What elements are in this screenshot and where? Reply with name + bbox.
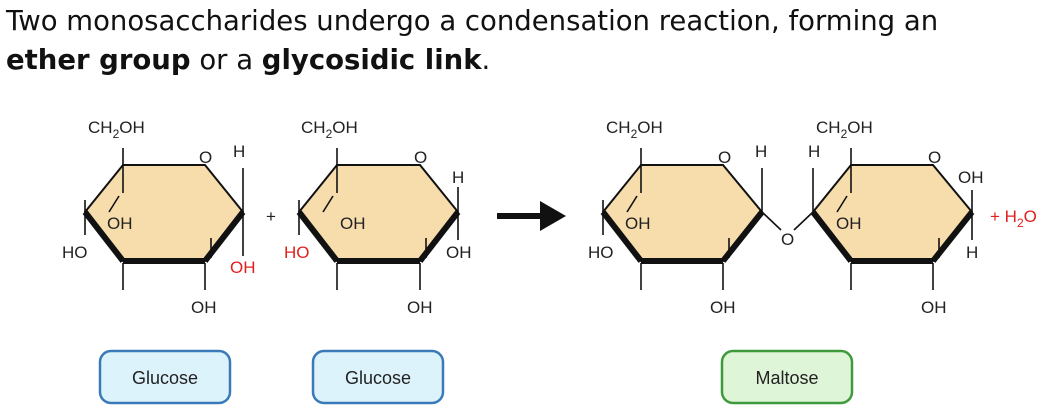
- maltose-left-h: H: [755, 142, 767, 161]
- maltose-caption: Maltose: [720, 349, 854, 405]
- glucose-2-oh-center: OH: [340, 214, 366, 233]
- glucose-1-oh-center: OH: [107, 214, 133, 233]
- svg-text:CH2OH: CH2OH: [301, 118, 358, 141]
- maltose-right-ch2oh: CH: [816, 118, 841, 137]
- headline: Two monosaccharides undergo a condensati…: [6, 2, 1056, 80]
- glucose-1-ho-left: HO: [62, 243, 88, 262]
- glucose-2-caption-label: Glucose: [345, 368, 411, 388]
- maltose-right-oh-top: OH: [958, 168, 984, 187]
- maltose-caption-label: Maltose: [755, 368, 818, 388]
- glucose-2-ch2oh: CH: [301, 118, 326, 137]
- glucose-1-caption-label: Glucose: [132, 368, 198, 388]
- maltose-right-oh-bottom: OH: [921, 298, 947, 317]
- glucose-1-oh-right-red: OH: [230, 258, 256, 277]
- headline-text-1: Two monosaccharides undergo a condensati…: [6, 5, 939, 37]
- glucose-1-molecule: CH2OH O H OH HO OH OH: [62, 118, 256, 317]
- glucose-2-caption: Glucose: [311, 349, 445, 405]
- headline-glycosidic-link: glycosidic link: [261, 44, 482, 76]
- glucose-1-h: H: [233, 142, 245, 161]
- glucose-1-caption: Glucose: [98, 349, 232, 405]
- glucose-2-oh-right: OH: [446, 243, 472, 262]
- maltose-left-oh-center: OH: [625, 214, 651, 233]
- glucose-2-oh-bottom: OH: [407, 298, 433, 317]
- glucose-2-ring-oxygen: O: [414, 148, 427, 167]
- water-product: + H2O: [990, 207, 1037, 230]
- svg-text:CH2OH: CH2OH: [606, 118, 663, 141]
- maltose-left-ring-group: CH2OH O H OH HO OH: [588, 118, 767, 317]
- reaction-arrow: [497, 201, 566, 231]
- svg-text:CH2OH: CH2OH: [816, 118, 873, 141]
- maltose-right-ring-group: CH2OH H O OH OH H OH: [808, 118, 984, 317]
- glucose-1-ring-oxygen: O: [199, 148, 212, 167]
- glucose-1-oh-bottom: OH: [191, 298, 217, 317]
- maltose-right-h-right: H: [966, 243, 978, 262]
- headline-ether-group: ether group: [6, 44, 191, 76]
- maltose-left-oh-bottom: OH: [710, 298, 736, 317]
- maltose-right-ring-oxygen: O: [928, 148, 941, 167]
- plus-sign: +: [266, 207, 276, 226]
- glucose-2-h: H: [452, 168, 464, 187]
- glucose-2-ho-left-red: HO: [284, 243, 310, 262]
- maltose-left-ring-oxygen: O: [718, 148, 731, 167]
- svg-text:CH2OH: CH2OH: [88, 118, 145, 141]
- headline-period: .: [481, 44, 491, 76]
- maltose-left-ch2oh: CH: [606, 118, 631, 137]
- bridge-oxygen: O: [781, 230, 794, 249]
- maltose-right-oh-center: OH: [836, 214, 862, 233]
- headline-text-2: or a: [190, 44, 262, 76]
- glucose-2-molecule: CH2OH O H OH HO OH OH: [284, 118, 472, 317]
- glycosidic-bridge: O: [761, 211, 814, 249]
- maltose-left-ho-left: HO: [588, 243, 614, 262]
- glucose-1-ch2oh: CH: [88, 118, 113, 137]
- maltose-right-h-left: H: [808, 142, 820, 161]
